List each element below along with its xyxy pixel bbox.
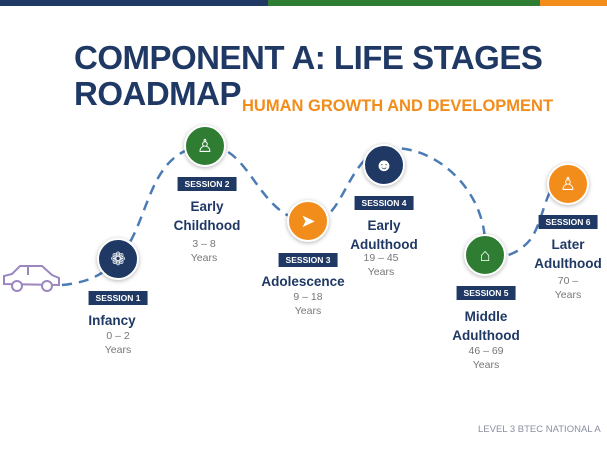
businessman-icon: ☻: [363, 144, 405, 186]
stage-6-name: Later Adulthood: [534, 237, 602, 271]
page-title: COMPONENT A: LIFE STAGES ROADMAP: [74, 39, 543, 112]
stage-2-ages: 3 – 8: [192, 238, 216, 250]
session-6-badge: SESSION 6: [538, 215, 598, 229]
top-bar-green: [268, 0, 540, 6]
running-person-icon: ➤: [287, 200, 329, 242]
stage-3-ages: 9 – 18: [293, 291, 323, 303]
stage-5-unit: Years: [472, 359, 500, 371]
top-bar-navy: [0, 0, 268, 6]
stage-2-name: Early Childhood: [173, 199, 241, 233]
footer-text: LEVEL 3 BTEC NATIONAL A: [478, 424, 601, 435]
session-4-badge: SESSION 4: [354, 196, 414, 210]
stage-1-unit: Years: [104, 344, 132, 356]
stage-3-name: Adolescence: [261, 274, 345, 289]
stage-4-name: Early Adulthood: [350, 218, 418, 252]
session-1-badge: SESSION 1: [88, 291, 148, 305]
stage-5-name: Middle Adulthood: [452, 309, 520, 343]
stage-1-name: Infancy: [88, 313, 136, 328]
elder-icon: ♙: [547, 163, 589, 205]
session-2-badge: SESSION 2: [177, 177, 237, 191]
top-bar-orange: [540, 0, 607, 6]
stage-3-unit: Years: [294, 305, 322, 317]
stage-4-unit: Years: [367, 266, 395, 278]
stage-6-unit: Years: [554, 289, 582, 301]
stage-2-unit: Years: [190, 252, 218, 264]
stage-5-ages: 46 – 69: [468, 345, 504, 357]
session-3-badge: SESSION 3: [278, 253, 338, 267]
stage-6-ages: 70 –: [557, 275, 579, 287]
baby-icon: ❁: [97, 238, 139, 280]
house-person-icon: ⌂: [464, 234, 506, 276]
car-icon: [3, 265, 60, 292]
stage-4-ages: 19 – 45: [363, 252, 399, 264]
stage-1-ages: 0 – 2: [106, 330, 130, 342]
page-subtitle: HUMAN GROWTH AND DEVELOPMENT: [242, 97, 554, 115]
child-icon: ♙: [184, 125, 226, 167]
session-5-badge: SESSION 5: [456, 286, 516, 300]
